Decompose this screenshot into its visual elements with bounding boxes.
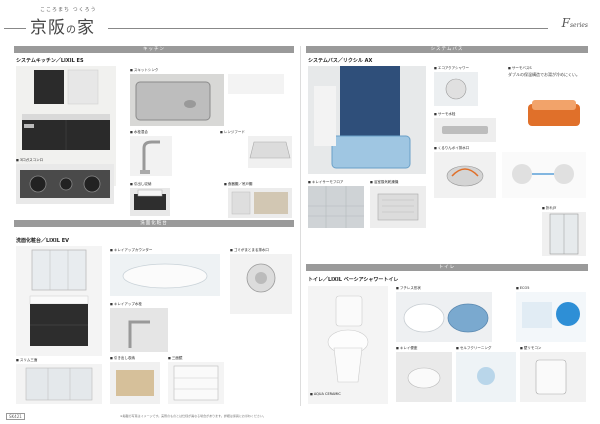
- toilet-aqua-label: AQUA CERAMIC: [310, 392, 341, 396]
- toilet-title: トイレ／LIXIL ベーシアシャワートイレ: [308, 277, 399, 283]
- bath-title: システムバス／リクシル AX: [308, 58, 373, 64]
- bath-faucet-photo: [434, 118, 496, 142]
- kitchen-storage-label: 食器棚／吊戸棚: [224, 182, 253, 187]
- toilet-clean-label: キレイ便座: [396, 346, 418, 351]
- bath-section: システムバス システムバス／リクシル AX エコアクアシャワー サーモバスS ダ…: [306, 46, 588, 260]
- toilet-bowl-label: フチレス形状: [396, 286, 421, 291]
- header-rule-center: [108, 28, 548, 29]
- toilet-photo: [308, 286, 388, 404]
- series-mark: Fseries: [562, 16, 588, 30]
- drain-photo: [230, 254, 292, 314]
- toilet-detail-row: [396, 352, 586, 402]
- series-word: series: [569, 22, 588, 29]
- footer-disclaimer: ※掲載の写真はイメージです。実際のものとは仕様が異なる場合があります。詳細は係員…: [120, 414, 266, 418]
- brand-logo: 京阪の家: [30, 13, 95, 38]
- bath-faucet-label: サーモ水栓: [434, 112, 456, 117]
- series-letter: F: [561, 16, 570, 30]
- brand-main-text: 京阪: [30, 18, 66, 38]
- toilet-eco-label: ECO5: [516, 286, 530, 290]
- faucet-photo: [130, 136, 172, 176]
- kitchen-faucet-label: 水栓混合: [130, 130, 148, 135]
- page-footer: SK421 ※掲載の写真はイメージです。実際のものとは仕様が異なる場合があります…: [0, 410, 600, 424]
- brand-end-text: 家: [77, 18, 95, 38]
- kitchen-section: キッチン システムキッチン／LIXIL ES 3口ガスコンロ スキットシンク 水…: [14, 46, 294, 218]
- floor-photo: [308, 186, 364, 228]
- drain-cup-photo: [434, 152, 496, 198]
- washroom-section: 洗面化粧台 洗面化粧台／LIXIL EV スリム三面 キレイアップカウンター キ…: [14, 220, 294, 406]
- stove-photo: [16, 164, 114, 204]
- brand-no-text: の: [66, 25, 77, 36]
- counter-photo: [110, 254, 220, 296]
- slim-mirror-photo: [16, 364, 102, 404]
- page-header: こころまち つくろう 京阪の家 Fseries: [0, 0, 600, 44]
- brand-tagline: こころまち つくろう: [40, 7, 97, 13]
- bath-shower-label: エコアクアシャワー: [434, 66, 469, 71]
- drain-diagram: [502, 152, 586, 198]
- bowl-photo: [396, 292, 492, 342]
- kitchen-range-hood-label: レンジフード: [220, 130, 245, 135]
- bath-thermos-callout: ダブルの保温構造でお湯が冷めにくい。: [508, 72, 580, 77]
- page-divider: [300, 46, 301, 406]
- bath-thermos-label: サーモバスS: [508, 66, 532, 71]
- range-hood-photo: [248, 136, 292, 168]
- bath-section-header: システムバス: [306, 46, 588, 53]
- washroom-storage-label: 引き出し収納: [110, 356, 135, 361]
- header-rule-left: [4, 28, 26, 29]
- washroom-drain-label: ゴミがまとまる排水口: [230, 248, 269, 253]
- page-code: SK421: [6, 413, 25, 420]
- shower-photo: [434, 72, 478, 106]
- drawer-photo: [130, 188, 170, 216]
- door-photo: [542, 212, 586, 256]
- drawer-storage-photo: [110, 362, 160, 404]
- bowl-faucet-photo: [110, 308, 168, 352]
- bath-door-label: 折れ戸: [542, 206, 557, 211]
- washroom-mirror-label: 三面鏡: [168, 356, 183, 361]
- toilet-section-header: トイレ: [306, 264, 588, 271]
- bathroom-photo: [308, 66, 426, 174]
- mirror-cabinet-photo: [168, 362, 224, 404]
- sink-note: [228, 74, 284, 94]
- kitchen-section-header: キッチン: [14, 46, 294, 53]
- sink-photo: [130, 74, 224, 126]
- storage-photo: [228, 188, 292, 218]
- kitchen-stove-label: 3口ガスコンロ: [16, 158, 43, 163]
- kitchen-title: システムキッチン／LIXIL ES: [16, 58, 84, 64]
- kitchen-drawer-label: 引出し収納: [130, 182, 152, 187]
- bath-floor-label: キレイサーモフロア: [308, 180, 344, 185]
- toilet-remote-label: 壁リモコン: [520, 346, 542, 351]
- kitchen-sink-label: スキットシンク: [130, 68, 159, 73]
- bath-drain-label: くるりんポイ排水口: [434, 146, 469, 151]
- washroom-bowl-label: キレイアップ水栓: [110, 302, 142, 307]
- washroom-title: 洗面化粧台／LIXIL EV: [16, 238, 69, 244]
- washroom-photo: [16, 246, 102, 356]
- washroom-section-header: 洗面化粧台: [14, 220, 294, 227]
- toilet-nozzle-label: セルフクリーニング: [456, 346, 492, 351]
- eco-photo: [516, 292, 586, 342]
- dryer-photo: [370, 186, 426, 228]
- washroom-slim-label: スリム三面: [16, 358, 38, 363]
- bath-dryer-label: 浴室換気乾燥機: [370, 180, 399, 185]
- toilet-section: トイレ トイレ／LIXIL ベーシアシャワートイレ AQUA CERAMIC フ…: [306, 264, 588, 406]
- washroom-counter-label: キレイアップカウンター: [110, 248, 153, 253]
- thermos-bath-photo: [520, 86, 588, 136]
